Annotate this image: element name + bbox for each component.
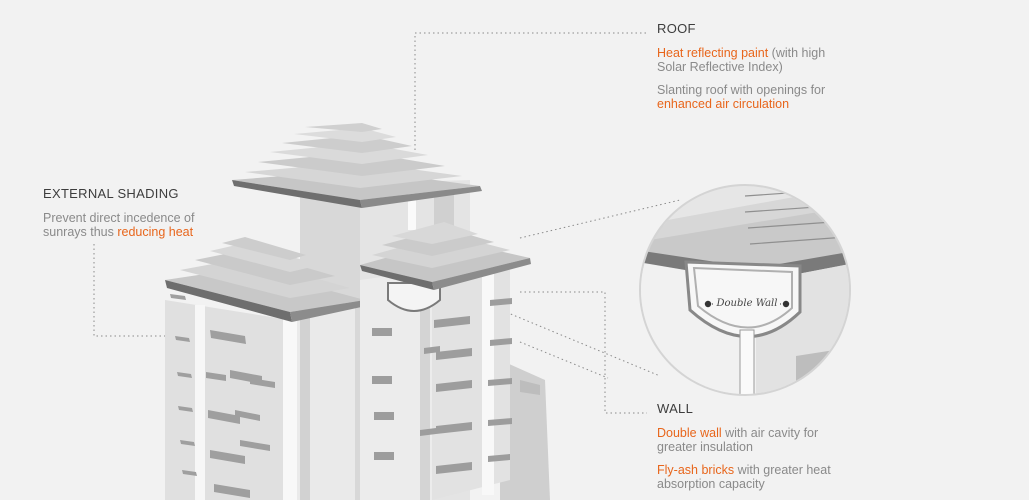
inset-leader-top [519,199,681,239]
top-roof [232,123,482,208]
roof-leader [414,32,647,150]
roof-slant-pre: Slanting roof with openings for [657,83,826,97]
right-tower [360,222,531,500]
wall-double-highlight: Double wall [657,426,722,440]
inset-lens: Double Wall [639,184,851,396]
roof-slant-text: Slanting roof with openings for enhanced… [657,83,857,111]
shading-heading: EXTERNAL SHADING [43,186,179,201]
leader-lines [93,32,681,414]
wall-leader-2 [519,341,609,379]
wall-double-text: Double wall with air cavity for greater … [657,426,857,454]
shading-text-pre: Prevent direct incedence of sunrays thus [43,211,195,239]
shading-highlight: reducing heat [117,225,194,239]
left-tower [165,237,366,500]
roof-callout: ROOF Heat reflecting paint (with high So… [657,22,857,120]
roof-heading: ROOF [657,21,696,36]
shading-leader [93,244,175,337]
shading-fins [170,294,275,498]
roof-slant-highlight: enhanced air circulation [657,97,790,111]
wall-callout: WALL Double wall with air cavity for gre… [657,402,857,500]
wall-heading: WALL [657,401,694,416]
wall-flyash-text: Fly-ash bricks with greater heat absorpt… [657,463,857,491]
wall-flyash-rest: with greater heat absorption capacity [657,463,831,491]
roof-paint-rest: (with high Solar Reflective Index) [657,46,826,74]
shading-callout: EXTERNAL SHADING Prevent direct incedenc… [43,187,233,248]
double-wall-label: Double Wall [716,298,778,309]
wall-leader-1 [520,291,647,414]
roof-paint-text: Heat reflecting paint (with high Solar R… [657,46,857,74]
wall-flyash-highlight: Fly-ash bricks [657,463,735,477]
rear-tower [500,360,550,500]
roof-paint-highlight: Heat reflecting paint [657,46,769,60]
wall-double-rest: with air cavity for greater insulation [657,426,819,454]
right-tower-fins [372,298,512,474]
shading-text: Prevent direct incedence of sunrays thus… [43,211,233,239]
